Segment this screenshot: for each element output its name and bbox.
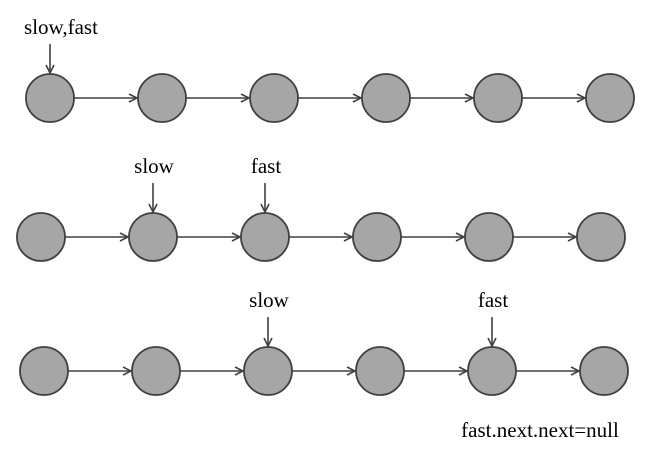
list-node xyxy=(25,73,75,123)
list-node xyxy=(352,212,402,262)
list-node xyxy=(585,73,635,123)
pointer-label: slow,fast xyxy=(24,15,98,39)
list-node xyxy=(464,212,514,262)
list-node xyxy=(19,346,69,396)
list-node xyxy=(240,212,290,262)
list-node xyxy=(467,346,517,396)
list-row: slow,fast xyxy=(24,15,635,123)
list-node xyxy=(131,346,181,396)
list-node xyxy=(355,346,405,396)
list-node xyxy=(473,73,523,123)
pointer-label: fast xyxy=(251,154,281,178)
list-node xyxy=(249,73,299,123)
list-node xyxy=(579,346,629,396)
list-node xyxy=(137,73,187,123)
list-row: slow fast xyxy=(16,154,626,262)
pointer-label: slow xyxy=(134,154,175,178)
list-node xyxy=(576,212,626,262)
pointer-label: fast xyxy=(478,288,508,312)
list-node xyxy=(16,212,66,262)
pointer-label: slow xyxy=(249,288,290,312)
list-node xyxy=(128,212,178,262)
list-row: slow fast xyxy=(19,288,629,396)
list-node xyxy=(361,73,411,123)
caption-text: fast.next.next=null xyxy=(461,418,619,442)
list-node xyxy=(243,346,293,396)
